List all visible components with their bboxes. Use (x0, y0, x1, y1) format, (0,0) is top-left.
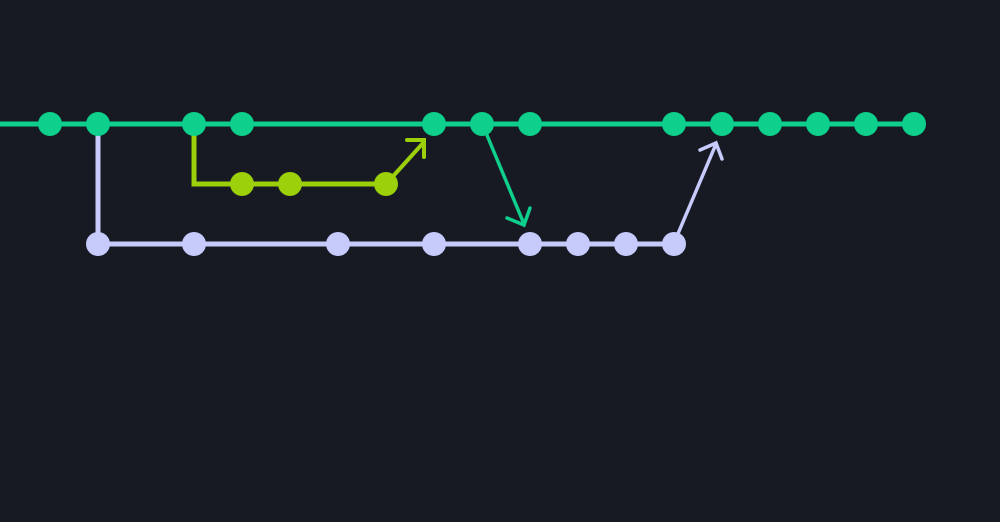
commit-node[interactable] (326, 232, 350, 256)
feature-branch-line (191, 124, 386, 187)
main-merge-arrow (482, 126, 532, 228)
commit-node[interactable] (422, 232, 446, 256)
commit-node[interactable] (278, 172, 302, 196)
commit-node[interactable] (182, 232, 206, 256)
commit-node[interactable] (902, 112, 926, 136)
commit-node[interactable] (614, 232, 638, 256)
main-commit-group (38, 112, 926, 136)
long-commit-group (86, 232, 686, 256)
long-merge-arrow (675, 140, 724, 238)
commit-node[interactable] (230, 112, 254, 136)
commit-node[interactable] (566, 232, 590, 256)
commit-node[interactable] (662, 112, 686, 136)
commit-node[interactable] (374, 172, 398, 196)
commit-node[interactable] (518, 112, 542, 136)
commit-node[interactable] (38, 112, 62, 136)
commit-node[interactable] (470, 112, 494, 136)
feature-commit-group (230, 172, 398, 196)
commit-node[interactable] (182, 112, 206, 136)
commit-node[interactable] (710, 112, 734, 136)
commit-node[interactable] (662, 232, 686, 256)
commit-node[interactable] (86, 112, 110, 136)
commit-node[interactable] (758, 112, 782, 136)
commit-node[interactable] (86, 232, 110, 256)
commit-node[interactable] (422, 112, 446, 136)
commit-node[interactable] (518, 232, 542, 256)
commit-node[interactable] (230, 172, 254, 196)
commit-node[interactable] (806, 112, 830, 136)
commit-node[interactable] (854, 112, 878, 136)
